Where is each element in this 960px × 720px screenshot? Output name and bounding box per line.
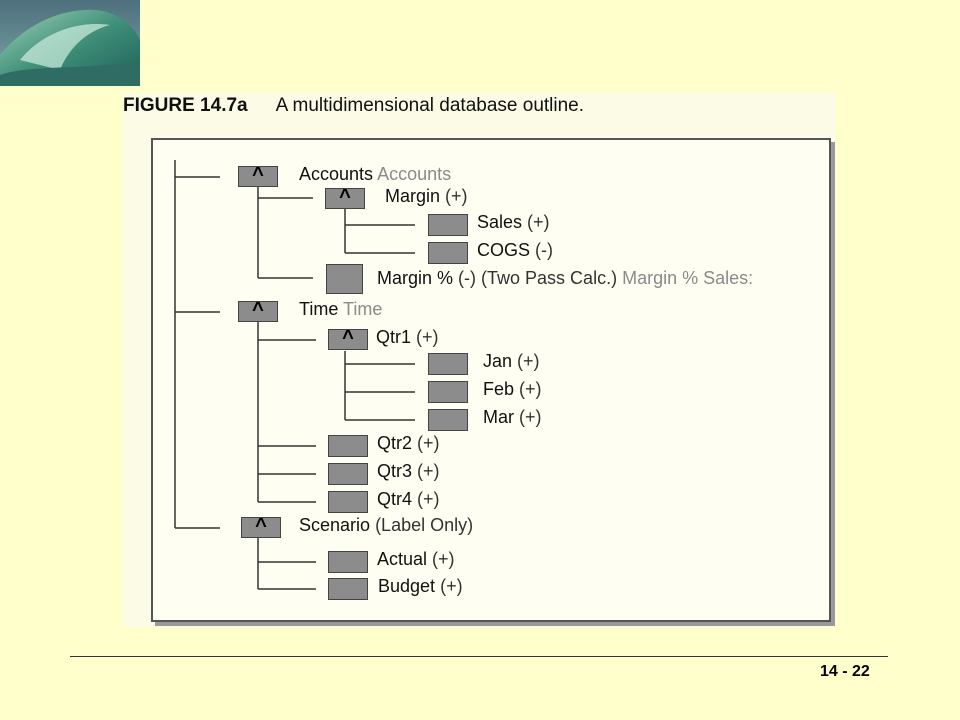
page-number: 14 - 22 [820, 663, 870, 680]
budget-label: Budget [378, 576, 436, 596]
margin-percent-prop: (-) (Two Pass Calc.) [458, 268, 618, 288]
expand-button-scenario[interactable]: ^ [241, 515, 281, 538]
budget-prop: (+) [440, 576, 463, 596]
scenario-prop: (Label Only) [375, 515, 474, 535]
margin-percent-alias: Margin % Sales: [622, 268, 754, 288]
caret-up-icon: ^ [342, 327, 354, 349]
leaf-box-cogs [428, 242, 468, 264]
feb-prop: (+) [519, 379, 542, 399]
leaf-box-qtr2 [328, 435, 368, 457]
cogs-label: COGS [477, 240, 531, 260]
expand-button-accounts[interactable]: ^ [238, 164, 278, 187]
qtr4-prop: (+) [417, 489, 440, 509]
qtr2-label: Qtr2 [377, 433, 413, 453]
actual-prop: (+) [432, 549, 455, 569]
wave-logo-icon [0, 0, 140, 86]
leaf-box-jan [428, 353, 468, 375]
expand-button-margin[interactable]: ^ [325, 186, 365, 209]
caret-up-icon: ^ [252, 299, 264, 321]
leaf-box-qtr3 [328, 463, 368, 485]
jan-prop: (+) [517, 351, 540, 371]
caption-text: A multidimensional database outline. [275, 95, 585, 116]
leaf-box-mar [428, 409, 468, 431]
sales-prop: (+) [527, 212, 550, 232]
cogs-prop: (-) [535, 240, 554, 260]
qtr3-prop: (+) [417, 461, 440, 481]
time-label: Time [299, 299, 339, 319]
margin-percent-label: Margin % [377, 268, 454, 288]
leaf-box-sales [428, 214, 468, 236]
scenario-label: Scenario [299, 515, 371, 535]
outline-box: ^ Accounts Accounts ^ Margin (+) Sales (… [151, 138, 831, 622]
leaf-box-budget [328, 578, 368, 600]
qtr3-label: Qtr3 [377, 461, 413, 481]
leaf-box-feb [428, 381, 468, 403]
expand-button-time[interactable]: ^ [238, 299, 278, 322]
accounts-label: Accounts [299, 164, 374, 184]
footer-divider [70, 656, 888, 657]
actual-label: Actual [377, 549, 428, 569]
leaf-box-margin-percent [326, 264, 363, 294]
expand-button-qtr1[interactable]: ^ [328, 327, 368, 350]
mar-label: Mar [483, 407, 514, 427]
figure-caption: FIGURE 14.7a A multidimensional database … [123, 95, 584, 117]
caret-up-icon: ^ [339, 186, 351, 208]
qtr1-prop: (+) [416, 327, 439, 347]
tree-connector-lines [174, 160, 415, 590]
sales-label: Sales [477, 212, 523, 232]
accounts-alias: Accounts [377, 164, 452, 184]
caret-up-icon: ^ [252, 164, 264, 186]
caret-up-icon: ^ [255, 515, 267, 537]
leaf-box-actual [328, 551, 368, 573]
jan-label: Jan [483, 351, 513, 371]
time-alias: Time [343, 299, 383, 319]
margin-prop: (+) [445, 186, 468, 206]
leaf-box-qtr4 [328, 491, 368, 513]
margin-label: Margin [385, 186, 441, 206]
mar-prop: (+) [519, 407, 542, 427]
qtr4-label: Qtr4 [377, 489, 413, 509]
qtr1-label: Qtr1 [376, 327, 412, 347]
feb-label: Feb [483, 379, 515, 399]
qtr2-prop: (+) [417, 433, 440, 453]
caption-number: FIGURE 14.7a [123, 95, 248, 116]
figure-panel: FIGURE 14.7a A multidimensional database … [123, 93, 836, 627]
